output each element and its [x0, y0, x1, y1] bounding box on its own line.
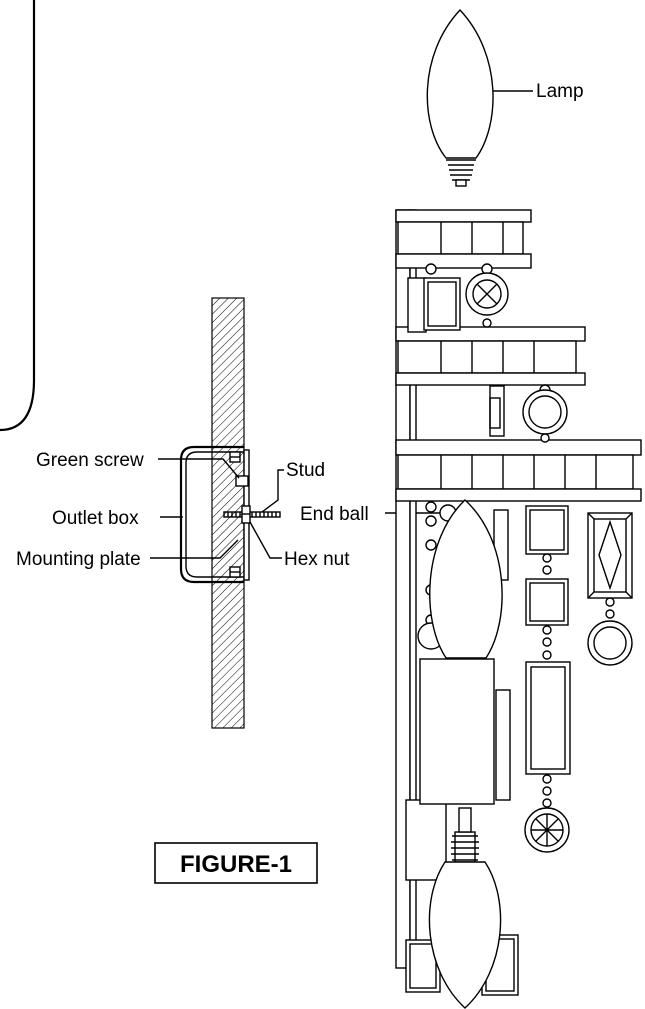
callout-frame: [0, 0, 36, 432]
crystal-chain-2: [522, 384, 568, 443]
lamp-bulb-bottom: [428, 807, 502, 1009]
lamp-bulb-middle: [429, 499, 503, 659]
label-hex-nut: Hex nut: [284, 549, 350, 570]
green-screw-bottom: [229, 566, 241, 578]
leader-green-screw: [158, 458, 240, 479]
crystal-chain-3: [524, 505, 571, 853]
label-stud: Stud: [286, 460, 325, 481]
leader-stud: [261, 469, 284, 513]
green-screw: [235, 475, 249, 487]
candle-holder: [419, 658, 495, 805]
sconce-body: [395, 209, 642, 996]
figure-title-box: [154, 842, 318, 884]
lamp-bulb-top: [426, 8, 494, 187]
leader-hex-nut: [249, 521, 282, 559]
label-mounting-plate: Mounting plate: [16, 549, 141, 570]
outlet-box: [179, 445, 244, 584]
label-lamp: Lamp: [536, 81, 584, 102]
crystal-chain-4: [587, 512, 633, 666]
green-screw-top: [229, 451, 241, 463]
label-outlet-box: Outlet box: [52, 508, 139, 529]
figure-title: FIGURE-1: [180, 851, 292, 878]
wall-mount-detail: [179, 297, 281, 729]
stud: [223, 511, 281, 518]
crystal-chain-1: [425, 263, 509, 328]
leader-mounting-plate: [150, 539, 239, 559]
label-green-screw: Green screw: [36, 450, 144, 471]
hex-nut: [241, 505, 251, 524]
label-end-ball: End ball: [300, 504, 369, 525]
